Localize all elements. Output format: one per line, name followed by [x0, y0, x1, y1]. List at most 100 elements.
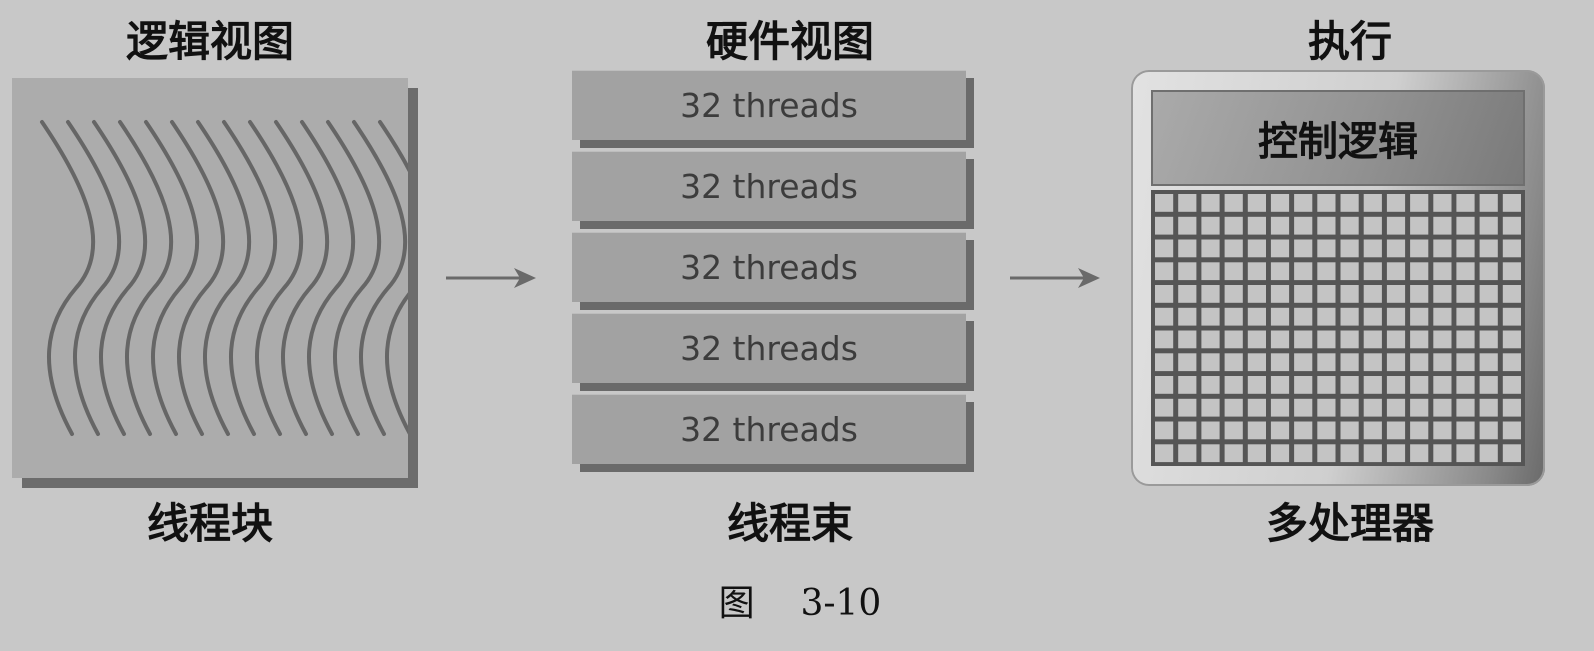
core-cell [1433, 285, 1452, 303]
core-cell [1294, 353, 1313, 372]
core-cell [1433, 239, 1452, 258]
core-cell [1270, 330, 1290, 349]
core-cell [1433, 216, 1452, 235]
core-cell [1502, 330, 1521, 349]
core-cell [1224, 194, 1243, 212]
core-cell [1178, 421, 1197, 440]
core-cell [1502, 398, 1521, 417]
core-cell [1410, 444, 1429, 463]
core-cell [1247, 376, 1266, 394]
core-cell [1456, 376, 1475, 394]
thread-curve [40, 120, 96, 436]
core-cell [1294, 307, 1313, 326]
core-cell [1270, 376, 1290, 394]
thread-curve [92, 120, 148, 436]
control-logic-box: 控制逻辑 [1151, 90, 1525, 186]
core-cell [1363, 262, 1382, 281]
thread-curve [222, 120, 278, 436]
core-cell [1456, 421, 1475, 440]
core-cell [1502, 376, 1521, 394]
core-cell [1270, 444, 1290, 463]
thread-block [12, 78, 418, 488]
core-cell [1294, 376, 1313, 394]
core-grid [1151, 190, 1525, 466]
core-cell [1410, 216, 1429, 235]
core-cell [1479, 262, 1498, 281]
core-cell [1155, 421, 1174, 440]
thread-curve [170, 120, 226, 436]
core-cell [1247, 262, 1266, 281]
core-cell [1270, 262, 1290, 281]
core-cell [1155, 398, 1174, 417]
control-logic-label: 控制逻辑 [1258, 119, 1418, 165]
core-cell [1479, 398, 1498, 417]
core-cell [1363, 239, 1382, 258]
core-cell [1317, 376, 1336, 394]
thread-curve [326, 120, 382, 436]
core-cell [1317, 398, 1336, 417]
core-cell [1270, 239, 1290, 258]
thread-curve [248, 120, 304, 436]
core-cell [1410, 398, 1429, 417]
core-cell [1363, 330, 1382, 349]
warp-item: 32 threads [572, 151, 974, 229]
figure-caption-prefix: 图 [718, 583, 755, 624]
core-cell [1502, 444, 1521, 463]
core-cell [1363, 307, 1382, 326]
thread-curve [378, 120, 408, 435]
core-cell [1363, 216, 1382, 235]
core-cell [1386, 216, 1406, 235]
thread-curves [40, 120, 408, 436]
core-cell [1479, 376, 1498, 394]
core-cell [1201, 330, 1220, 349]
core-cell [1270, 194, 1290, 212]
core-cell [1433, 421, 1452, 440]
core-cell [1456, 216, 1475, 235]
core-cell [1502, 285, 1521, 303]
core-cell [1410, 353, 1429, 372]
core-cell [1201, 353, 1220, 372]
warp-item: 32 threads [572, 313, 974, 391]
core-cell [1340, 194, 1359, 212]
core-cell [1363, 194, 1382, 212]
hardware-view-heading: 硬件视图 [705, 17, 874, 66]
core-cell [1502, 353, 1521, 372]
core-cell [1456, 353, 1475, 372]
core-cell [1155, 330, 1174, 349]
core-cell [1340, 216, 1359, 235]
core-cell [1224, 330, 1243, 349]
core-cell [1410, 376, 1429, 394]
core-cell [1386, 376, 1406, 394]
core-cell [1340, 262, 1359, 281]
core-cell [1410, 262, 1429, 281]
core-cell [1433, 353, 1452, 372]
core-cell [1433, 262, 1452, 281]
core-cell [1410, 194, 1429, 212]
core-cell [1386, 444, 1406, 463]
core-cell [1155, 239, 1174, 258]
core-cell [1201, 285, 1220, 303]
warp-item: 32 threads [572, 394, 974, 472]
warp-face: 32 threads [572, 394, 966, 464]
core-cell [1340, 376, 1359, 394]
core-cell [1155, 376, 1174, 394]
thread-curve [352, 120, 408, 436]
core-cell [1247, 216, 1266, 235]
core-cell [1294, 262, 1313, 281]
core-cell [1456, 307, 1475, 326]
core-cell [1479, 330, 1498, 349]
core-cell [1433, 330, 1452, 349]
core-cell [1201, 239, 1220, 258]
core-cell [1224, 353, 1243, 372]
core-cell [1317, 194, 1336, 212]
core-cell [1479, 421, 1498, 440]
core-cell [1178, 285, 1197, 303]
core-cell [1456, 285, 1475, 303]
core-cell [1224, 398, 1243, 417]
core-cell [1502, 194, 1521, 212]
core-cell [1247, 239, 1266, 258]
core-cell [1294, 239, 1313, 258]
core-cell [1178, 376, 1197, 394]
core-cell [1340, 398, 1359, 417]
core-cell [1155, 216, 1174, 235]
